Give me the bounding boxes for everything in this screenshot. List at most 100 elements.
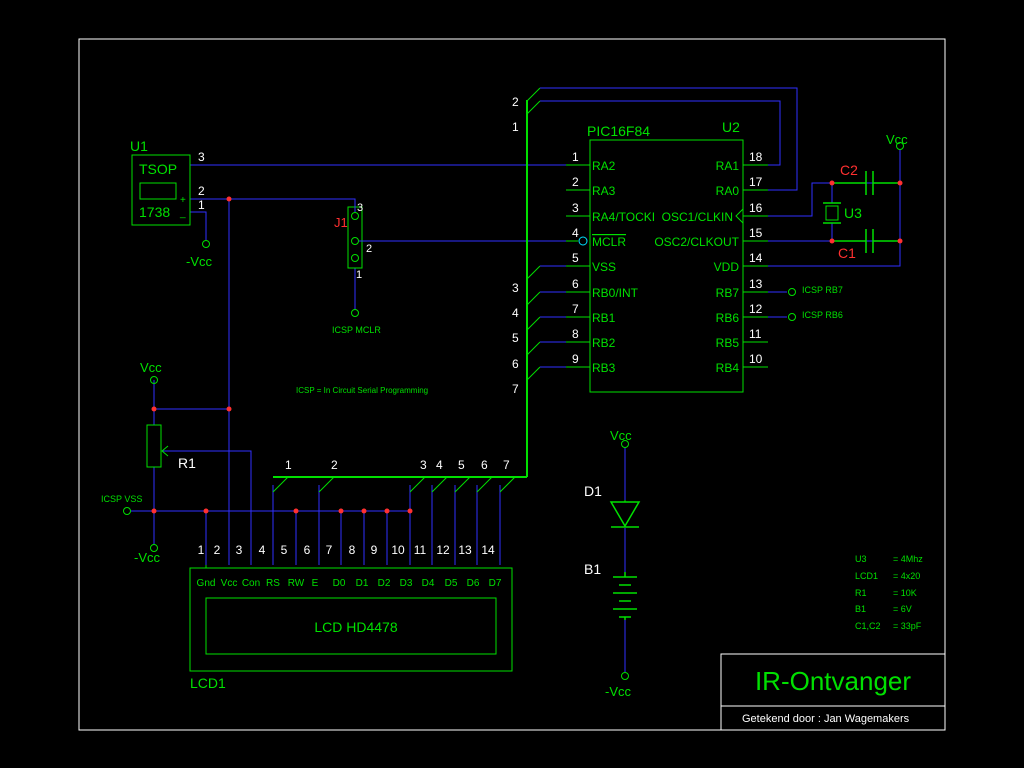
crystal-section: Vcc C2 C1 U3	[823, 132, 908, 261]
u2-pin-name: RA3	[592, 184, 616, 198]
bus-num: 1	[512, 120, 519, 134]
part-ref: C1,C2	[855, 621, 881, 631]
lcd-ref: LCD1	[190, 675, 226, 691]
bus-num: 4	[512, 306, 519, 320]
sheet-border	[78, 38, 946, 731]
u2-pin-name: RB3	[592, 361, 616, 375]
part-value: = 4Mhz	[893, 554, 923, 564]
u1-ref: U1	[130, 138, 148, 154]
lcd-signal: RW	[288, 578, 305, 589]
u2-pin-num: 9	[572, 352, 579, 366]
lcd-signal: D1	[356, 578, 369, 589]
bus-num: 7	[512, 382, 519, 396]
bus-num: 6	[512, 357, 519, 371]
part-ref: U3	[855, 554, 867, 564]
d1-label: D1	[584, 483, 602, 499]
lcd-signal: D5	[445, 578, 458, 589]
lcd-pin-num: 10	[391, 543, 405, 557]
u2-pin-name: OSC2/CLKOUT	[654, 235, 739, 249]
lcd-module: LCD HD4478 LCD1 1 2 3 4 5 6 7 8 9 10 11 …	[189, 543, 513, 691]
lcd-pin-num: 7	[326, 543, 333, 557]
bus-num: 3	[512, 281, 519, 295]
u2-pin-name: MCLR	[592, 235, 626, 249]
u2-pin-name: RB7	[716, 286, 740, 300]
u2-pin-num: 17	[749, 175, 763, 189]
bus-num: 2	[331, 458, 338, 472]
part-ref: LCD1	[855, 571, 878, 581]
u2-ref: U2	[722, 119, 740, 135]
bus-entries	[272, 87, 541, 493]
j1-header: J1 3 2 1 ICSP MCLR	[332, 199, 381, 335]
part-value: = 10K	[893, 588, 917, 598]
bus-num: 7	[503, 458, 510, 472]
bus-num: 3	[420, 458, 427, 472]
u2-pin-num: 2	[572, 175, 579, 189]
u2-pin-num: 11	[749, 327, 762, 341]
u2-pin-num: 14	[749, 251, 763, 265]
j1-ref: J1	[334, 215, 348, 230]
icsp-vss-label: ICSP VSS	[101, 494, 142, 504]
j1-pin3: 3	[357, 202, 363, 214]
u1-pin1: 1	[198, 198, 205, 212]
c2-label: C2	[840, 162, 858, 178]
drawn-by: Getekend door : Jan Wagemakers	[742, 713, 910, 725]
bus-num: 2	[512, 95, 519, 109]
lcd-pin-num: 2	[214, 543, 221, 557]
u2-pin-num: 16	[749, 201, 763, 215]
batt-gnd: -Vcc	[605, 684, 632, 699]
lcd-pin-num: 3	[236, 543, 243, 557]
u1-gnd-label: -Vcc	[186, 254, 213, 269]
c1-label: C1	[838, 245, 856, 261]
parts-list: U3 = 4Mhz LCD1 = 4x20 R1 = 10K B1 = 6V C…	[855, 554, 923, 631]
icsp-rb6-label: ICSP RB6	[802, 310, 843, 320]
r1-gnd: -Vcc	[134, 550, 161, 565]
lcd-pin-num: 9	[371, 543, 378, 557]
lcd-pin-num: 11	[414, 543, 427, 557]
u2-pin-name: VDD	[714, 260, 740, 274]
u1-line2: 1738	[139, 204, 170, 220]
u2-pin-name: RB5	[716, 336, 740, 350]
lcd-title: LCD HD4478	[314, 619, 397, 635]
lcd-pin-num: 13	[458, 543, 472, 557]
icsp-note: ICSP = In Circuit Serial Programming	[296, 386, 428, 395]
lcd-signal: D3	[400, 578, 413, 589]
u2-pin-num: 10	[749, 352, 763, 366]
b1-label: B1	[584, 561, 601, 577]
u2-pin-name: RA2	[592, 159, 616, 173]
u2-pin-num: 5	[572, 251, 579, 265]
j1-pin1: 1	[356, 269, 362, 281]
lcd-signal: E	[312, 578, 319, 589]
bus-num: 5	[512, 331, 519, 345]
u2-pin-num: 8	[572, 327, 579, 341]
u2-pin-name: RA4/TOCKI	[592, 210, 655, 224]
part-value: = 4x20	[893, 571, 920, 581]
lcd-pin-num: 8	[349, 543, 356, 557]
lcd-signal: D6	[467, 578, 480, 589]
bus-numbers: 2 1 3 4 5 6 7 1 2 3 4 5 6 7	[285, 95, 519, 472]
batt-vcc: Vcc	[610, 428, 632, 443]
lcd-pin-num: 5	[281, 543, 288, 557]
part-value: = 33pF	[893, 621, 922, 631]
u2-pin-num: 13	[749, 277, 763, 291]
bus-num: 4	[436, 458, 443, 472]
lcd-signal: Con	[242, 578, 260, 589]
lcd-pin-num: 4	[259, 543, 266, 557]
icsp-rb-connectors: ICSP RB7 ICSP RB6	[788, 285, 843, 321]
lcd-pin-num: 12	[436, 543, 450, 557]
u3-label: U3	[844, 205, 862, 221]
u2-pin-num: 3	[572, 201, 579, 215]
part-ref: R1	[855, 588, 867, 598]
u2-pin-name: RB1	[592, 311, 616, 325]
u2-pin-num: 7	[572, 302, 579, 316]
lcd-pin-num: 14	[481, 543, 495, 557]
u2-pin-num: 4	[572, 226, 579, 240]
title-block: IR-Ontvanger Getekend door : Jan Wagemak…	[720, 653, 946, 731]
lcd-pin-num: 1	[198, 543, 205, 557]
power-section: Vcc D1 B1 -Vcc	[584, 428, 641, 699]
u2-pin-name: RB4	[716, 361, 740, 375]
u2-pin-num: 1	[572, 150, 579, 164]
lcd-signal: RS	[266, 578, 280, 589]
u2-pin-name: RA0	[716, 184, 740, 198]
u2-pin-name: VSS	[592, 260, 616, 274]
